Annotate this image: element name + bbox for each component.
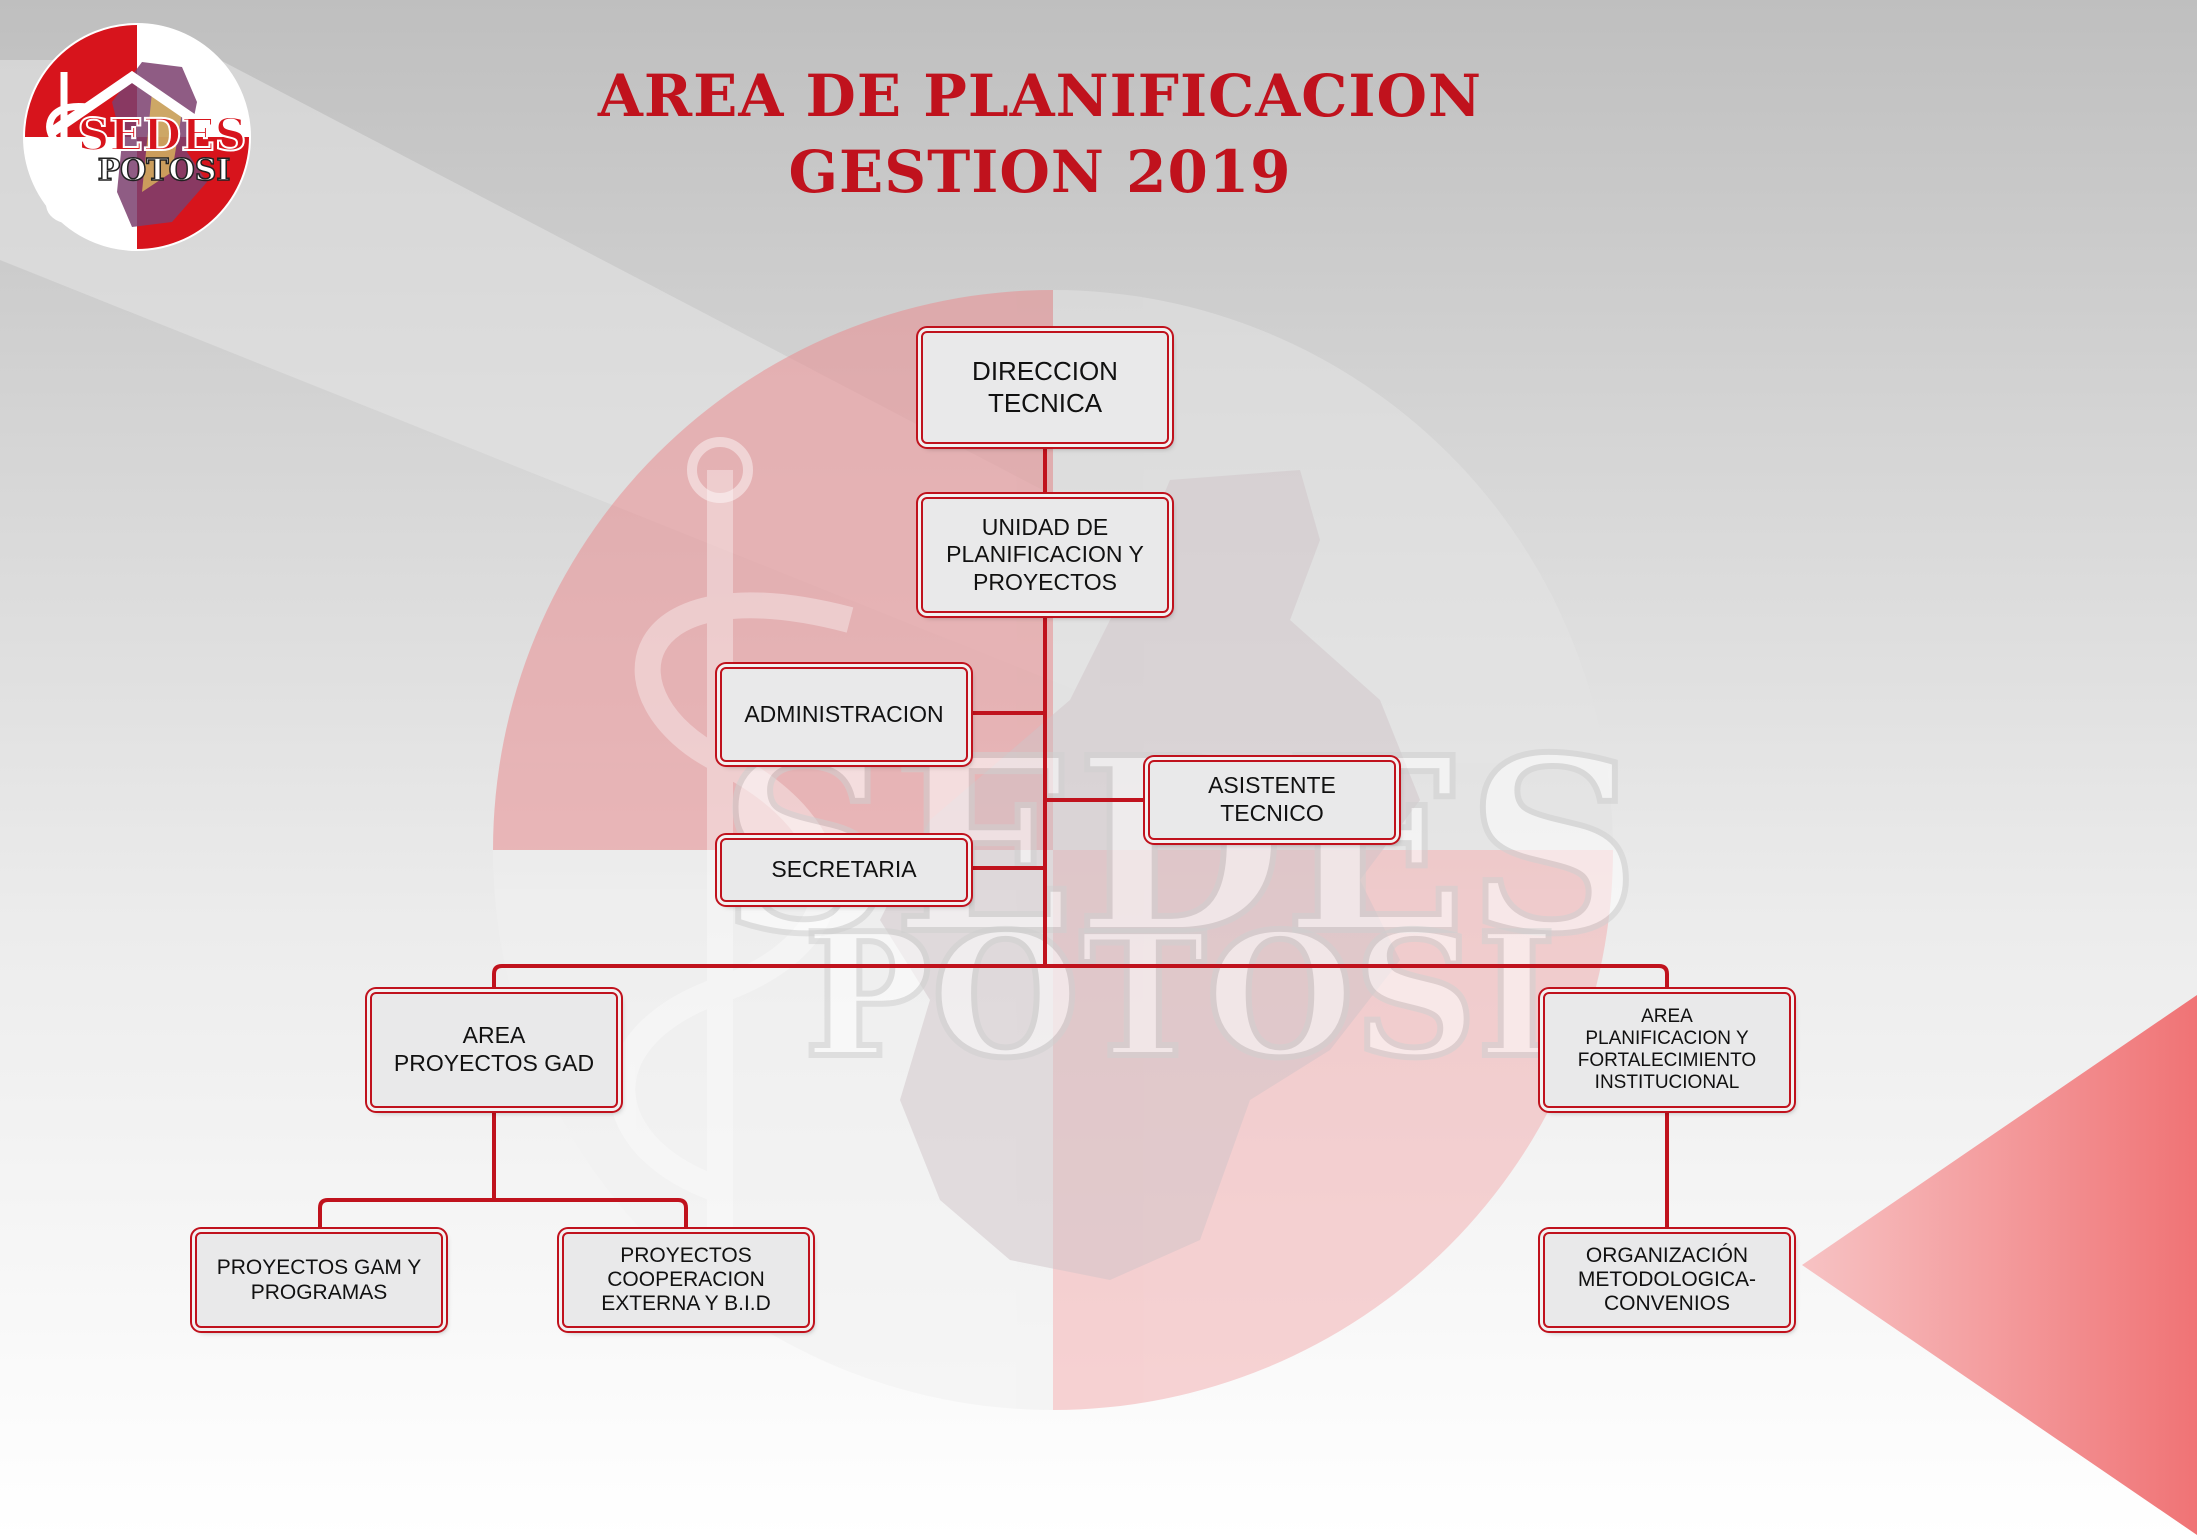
node-area-proyectos-gad: AREA PROYECTOS GAD [370, 992, 618, 1108]
page-subtitle: GESTION 2019 [788, 138, 1292, 206]
node-administracion: ADMINISTRACION [720, 667, 968, 762]
edge-gad-children [318, 1108, 688, 1232]
logo-text-sedes: SEDES [78, 110, 247, 161]
watermark-text-2: POTOSI [804, 896, 1557, 1096]
node-asistente-tecnico: ASISTENTE TECNICO [1148, 760, 1396, 840]
edge-bus [492, 964, 1669, 992]
sedes-potosi-logo: SEDES POTOSI [23, 23, 251, 251]
node-proyectos-gam: PROYECTOS GAM Y PROGRAMAS [195, 1232, 443, 1328]
decor-triangle [1802, 995, 2197, 1535]
page-title: AREA DE PLANIFICACION [597, 62, 1483, 130]
node-unidad-planificacion: UNIDAD DE PLANIFICACION Y PROYECTOS [921, 497, 1169, 613]
node-direccion-tecnica: DIRECCION TECNICA [921, 331, 1169, 444]
watermark-map [880, 470, 1420, 1280]
node-secretaria: SECRETARIA [720, 838, 968, 902]
node-proyectos-cooperacion: PROYECTOS COOPERACION EXTERNA Y B.I.D [562, 1232, 810, 1328]
node-area-planificacion-fortalecimiento: AREA PLANIFICACION Y FORTALECIMIENTO INS… [1543, 992, 1791, 1108]
logo-text-potosi: POTOSI [98, 153, 231, 188]
node-organizacion-metodologica: ORGANIZACIÓN METODOLOGICA- CONVENIOS [1543, 1232, 1791, 1328]
